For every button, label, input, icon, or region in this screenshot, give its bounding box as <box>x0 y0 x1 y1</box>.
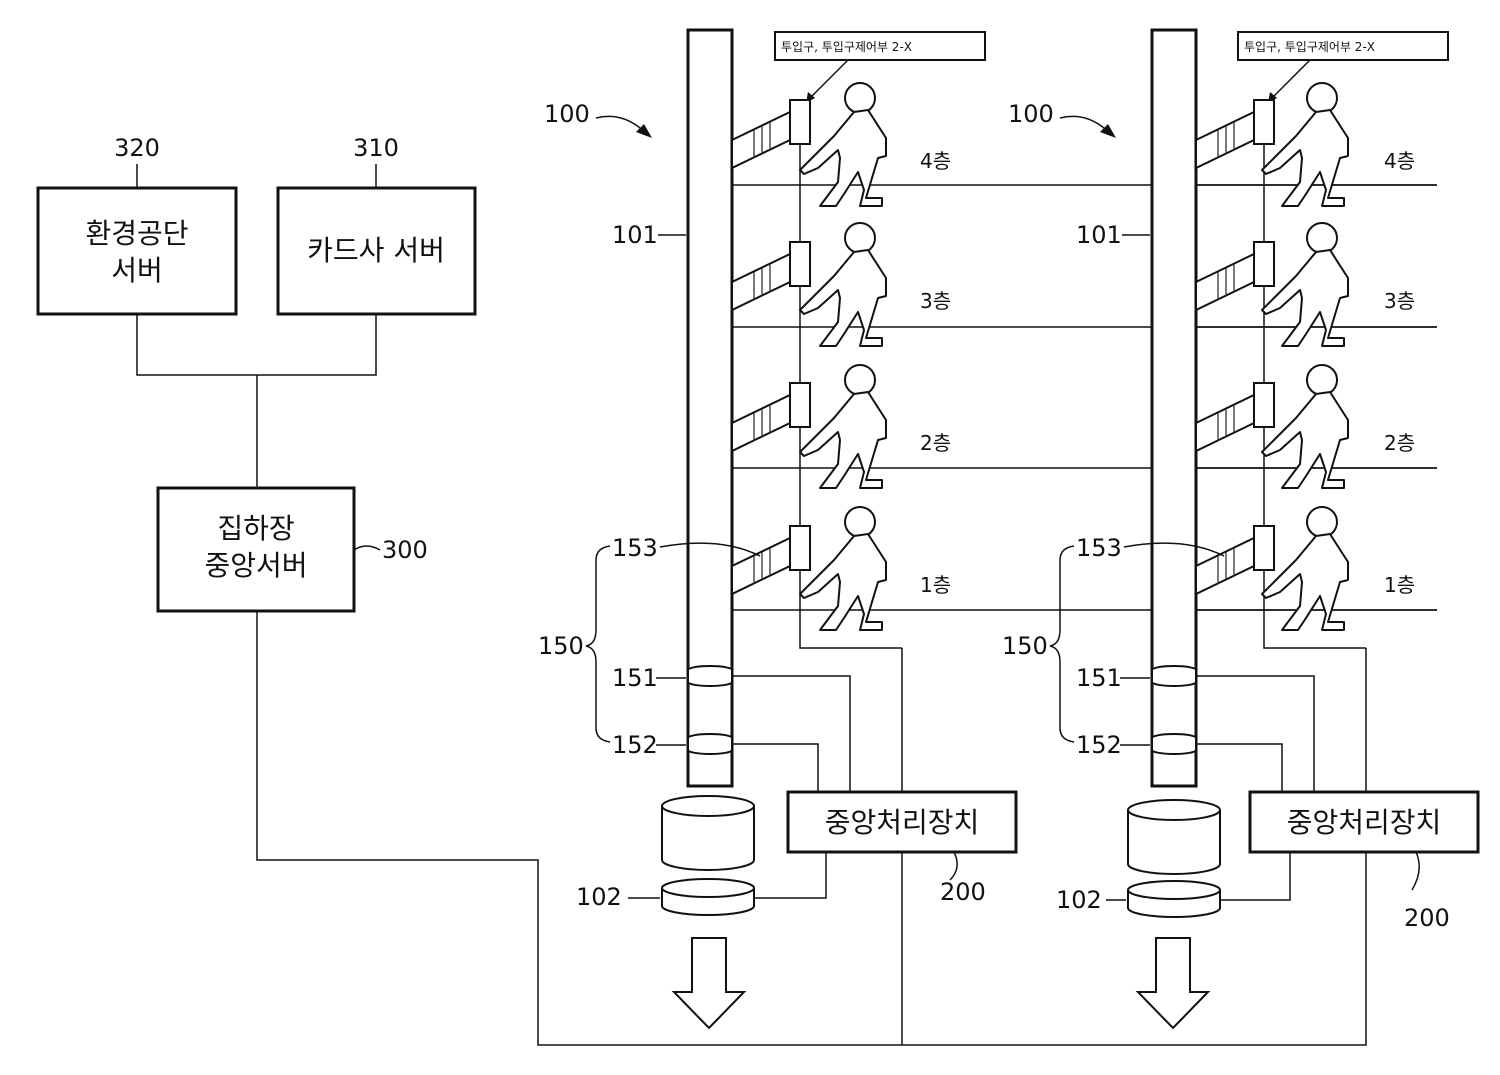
card-server-text: 카드사 서버 <box>307 234 445 267</box>
floor-label: 1층 <box>1384 573 1415 597</box>
floor-label: 2층 <box>1384 431 1415 455</box>
floor-4-right: 4층 <box>1195 82 1437 207</box>
tank-ref-right: 102 <box>1056 886 1102 914</box>
cpu-text-right: 중앙처리장치 <box>1287 806 1442 839</box>
central-server: 집하장 중앙서버 300 <box>156 486 428 613</box>
central-server-line2: 중앙서버 <box>204 549 307 582</box>
floor-label: 4층 <box>920 149 951 173</box>
cpu-text-left: 중앙처리장치 <box>825 806 980 839</box>
inlet-label-right: 투입구, 투입구제어부 2-X <box>1244 40 1375 54</box>
ref-153-left: 153 <box>612 534 658 562</box>
tower-right: 100 투입구, 투입구제어부 2-X 101 4층 3층 <box>1002 28 1480 1030</box>
ref-151-left: 151 <box>612 664 658 692</box>
ref-153-right: 153 <box>1076 534 1122 562</box>
inlet-label-left: 투입구, 투입구제어부 2-X <box>781 40 912 54</box>
ref-152-right: 152 <box>1076 731 1122 759</box>
floor-label: 2층 <box>920 431 951 455</box>
cpu-box-left: 중앙처리장치 <box>786 790 1018 854</box>
central-server-line1: 집하장 <box>217 512 294 545</box>
ref-151-right: 151 <box>1076 664 1122 692</box>
env-server: 환경공단 서버 320 <box>36 134 238 316</box>
cpu-ref-right: 200 <box>1404 904 1450 932</box>
floor-1-left: 1층 <box>731 506 1437 631</box>
cpu-ref-left: 200 <box>940 878 986 906</box>
floor-label: 4층 <box>1384 149 1415 173</box>
env-server-line1: 환경공단 <box>85 217 188 250</box>
pipe-ref-left: 101 <box>612 221 658 249</box>
floor-label: 3층 <box>920 289 951 313</box>
card-server: 카드사 서버 310 <box>276 134 477 316</box>
system-ref-left: 100 <box>544 100 590 128</box>
central-server-ref: 300 <box>382 536 428 564</box>
floor-3-right: 3층 <box>1195 222 1437 347</box>
tank-ref-left: 102 <box>576 883 622 911</box>
card-server-ref: 310 <box>353 134 399 162</box>
ref-150-right: 150 <box>1002 632 1048 660</box>
floor-1-right: 1층 <box>1195 506 1437 631</box>
floor-2-right: 2층 <box>1195 364 1437 489</box>
floor-label: 3층 <box>1384 289 1415 313</box>
tower-left: 100 투입구, 투입구제어부 2-X 101 4층 3층 <box>538 28 1437 1030</box>
cpu-box-right: 중앙처리장치 <box>1248 790 1480 854</box>
server-connectors <box>136 314 377 488</box>
system-ref-right: 100 <box>1008 100 1054 128</box>
ref-152-left: 152 <box>612 731 658 759</box>
pipe-ref-right: 101 <box>1076 221 1122 249</box>
ref-150-left: 150 <box>538 632 584 660</box>
env-server-line2: 서버 <box>111 254 163 287</box>
floor-label: 1층 <box>920 573 951 597</box>
env-server-ref: 320 <box>114 134 160 162</box>
